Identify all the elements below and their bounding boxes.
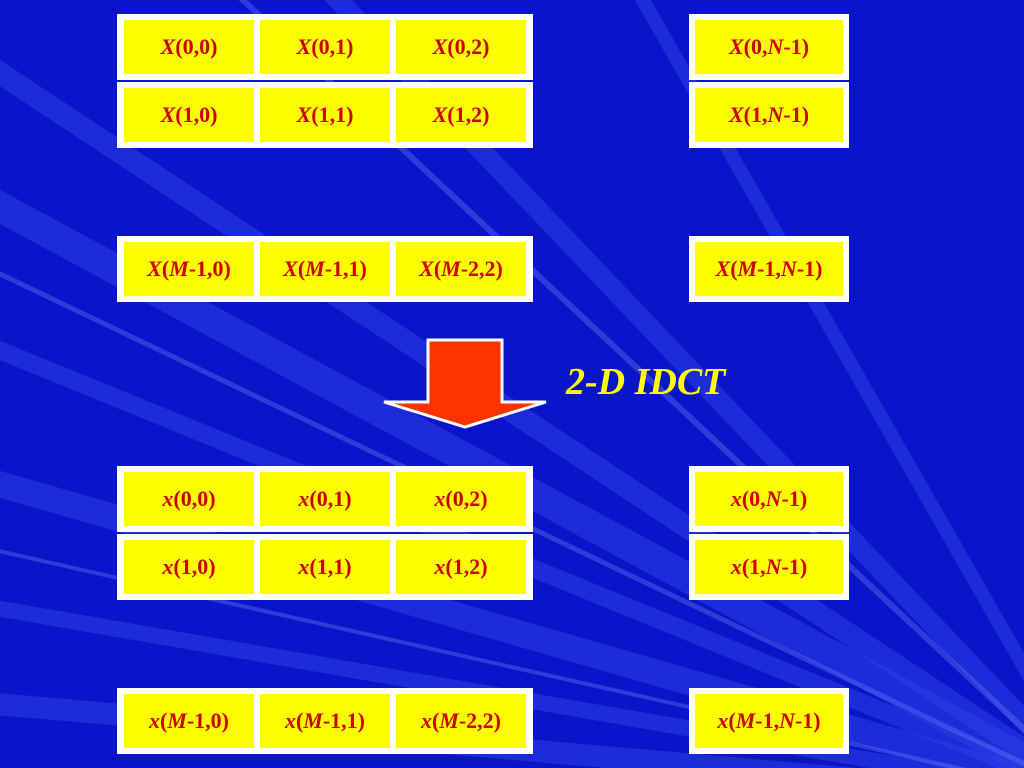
matrix-cell: X(1,N-1) (695, 88, 843, 142)
matrix-cell: X(0,1) (260, 20, 390, 74)
down-arrow-icon (383, 338, 547, 429)
matrix-cell: x(M-1,1) (260, 694, 390, 748)
matrix-cell: X(0,N-1) (695, 20, 843, 74)
matrix-cell: x(1,0) (124, 540, 254, 594)
matrix-cell: X(1,0) (124, 88, 254, 142)
matrix-cell: x(1,N-1) (695, 540, 843, 594)
operation-label: 2-D IDCT (566, 361, 726, 403)
matrix-cell: X(M-1,1) (260, 242, 390, 296)
matrix-cell: X(1,2) (396, 88, 526, 142)
matrix-cell: x(1,2) (396, 540, 526, 594)
matrix-cell: x(M-2,2) (396, 694, 526, 748)
matrix-cell: x(0,0) (124, 472, 254, 526)
matrix-cell: X(M-2,2) (396, 242, 526, 296)
matrix-cell: X(M-1,0) (124, 242, 254, 296)
matrix-cell: X(0,0) (124, 20, 254, 74)
matrix-cell: X(1,1) (260, 88, 390, 142)
matrix-cell: X(M-1,N-1) (695, 242, 843, 296)
matrix-cell: x(1,1) (260, 540, 390, 594)
matrix-cell: x(0,2) (396, 472, 526, 526)
matrix-cell: X(0,2) (396, 20, 526, 74)
matrix-cell: x(M-1,0) (124, 694, 254, 748)
matrix-cell: x(0,N-1) (695, 472, 843, 526)
matrix-cell: x(0,1) (260, 472, 390, 526)
matrix-cell: x(M-1,N-1) (695, 694, 843, 748)
